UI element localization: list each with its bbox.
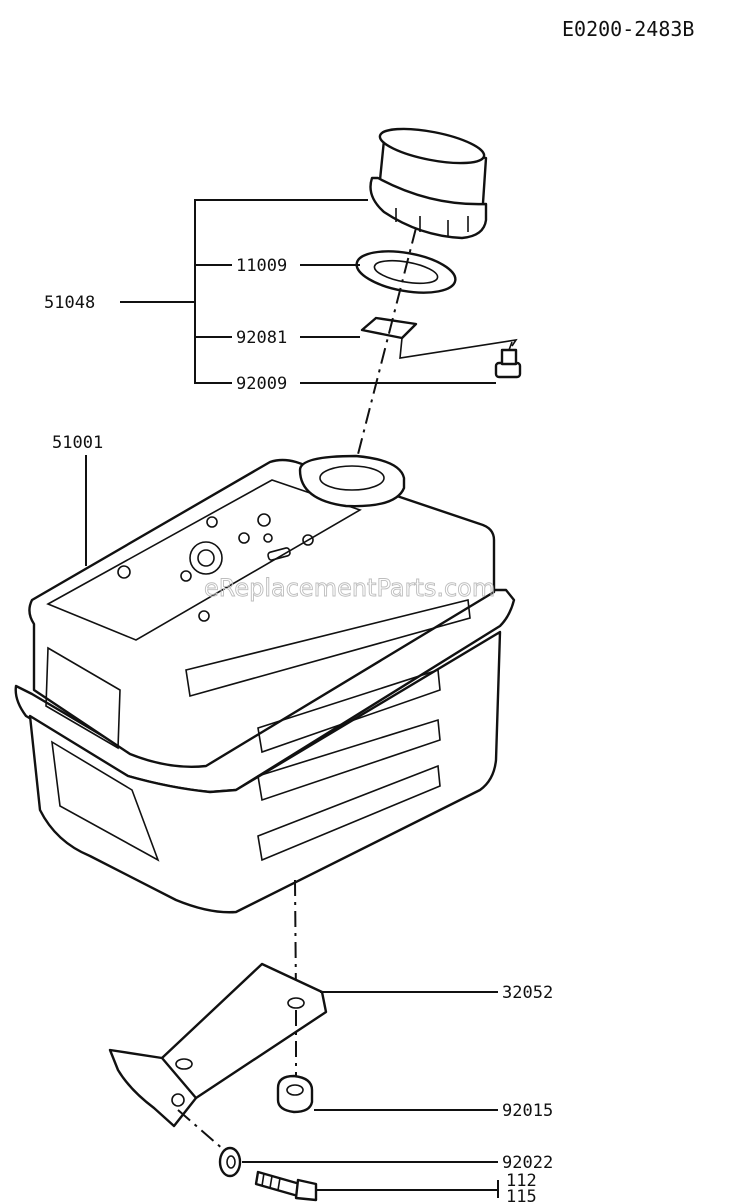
label-bolt-a: 112 xyxy=(506,1171,537,1191)
label-nut: 92015 xyxy=(502,1101,553,1121)
mounting-plate-part xyxy=(108,962,328,1128)
label-washer: 92022 xyxy=(502,1153,553,1173)
label-tank: 51001 xyxy=(52,433,103,453)
cap-center-line xyxy=(355,227,417,463)
label-gasket: 11009 xyxy=(236,256,287,276)
fuel-tank-part xyxy=(14,454,516,914)
watermark: eReplacementParts.com xyxy=(204,574,495,602)
gasket-part xyxy=(355,250,457,294)
diagram-id: E0200-2483B xyxy=(562,17,694,41)
label-bolt-b: 115 xyxy=(506,1187,537,1203)
bolt-leader-line xyxy=(316,1180,499,1198)
nut-part xyxy=(276,1074,314,1114)
screw-part xyxy=(494,341,522,379)
cap-group-labels: 51048 11009 92081 92009 xyxy=(44,256,496,394)
washer-part xyxy=(218,1146,242,1178)
label-screw: 92009 xyxy=(236,374,287,394)
bracket-part xyxy=(360,316,518,359)
label-plate: 32052 xyxy=(502,983,553,1003)
fuel-cap-part xyxy=(369,127,488,240)
cap-assembly-bracket-lines xyxy=(120,199,368,384)
washer-center-line xyxy=(177,1109,225,1151)
label-cap-assembly: 51048 xyxy=(44,293,95,313)
bolt-part xyxy=(254,1170,318,1202)
label-bracket: 92081 xyxy=(236,328,287,348)
